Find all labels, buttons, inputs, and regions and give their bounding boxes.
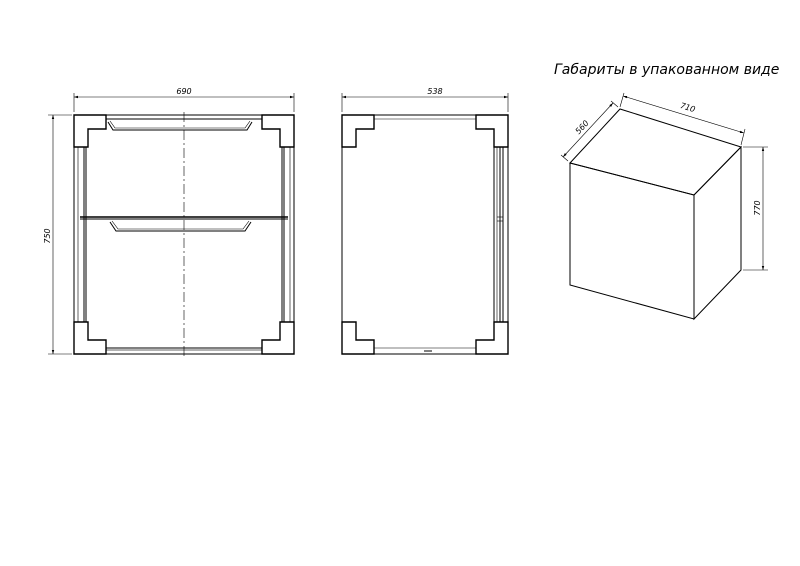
side-depth-dimension: 538	[427, 87, 442, 96]
corner-block-top-left	[73, 114, 107, 148]
side-view: 538	[341, 87, 509, 355]
side-corner-block-top-left	[341, 114, 375, 148]
corner-block-bottom-left	[73, 321, 107, 355]
front-width-dimension: 690	[176, 87, 191, 96]
package-height-dimension: 770	[753, 200, 762, 215]
corner-block-top-right	[261, 114, 295, 148]
side-corner-block-top-right	[475, 114, 509, 148]
side-corner-block-bottom-left	[341, 321, 375, 355]
package-depth-dimension: 560	[574, 119, 591, 136]
package-title: Габариты в упакованном виде	[554, 62, 779, 78]
front-height-dimension: 750	[43, 228, 52, 243]
package-width-dimension: 710	[679, 101, 696, 114]
side-corner-block-bottom-right	[475, 321, 509, 355]
front-view: 690 750	[43, 87, 295, 358]
corner-block-bottom-right	[261, 321, 295, 355]
package-box: 710 560 770	[560, 92, 768, 321]
